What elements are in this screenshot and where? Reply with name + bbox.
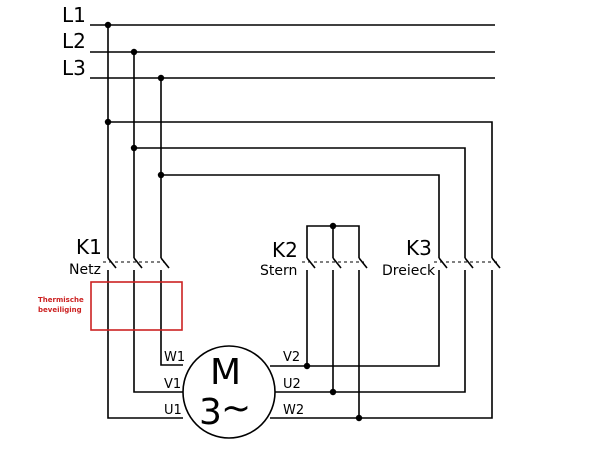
junction-dot [157,74,165,82]
k2-name-label: Stern [260,263,297,279]
k3-name-label: Dreieck [382,263,436,279]
l2-label: L2 [62,29,86,53]
terminal-u1-label: U1 [164,403,182,418]
junction-dot [104,118,112,126]
thermal-protection-box [90,281,183,331]
k3-id-label: K3 [406,236,432,260]
motor-circle [182,345,276,439]
k2-id-label: K2 [272,238,298,262]
junction-dot [355,414,363,422]
junction-dot [130,48,138,56]
l1-label: L1 [62,3,86,27]
terminal-u2-label: U2 [283,377,301,392]
junction-dot [104,21,112,29]
terminal-w1-label: W1 [164,350,185,365]
junction-dot [329,388,337,396]
thermal-label-line2: beveiliging [38,306,82,314]
terminal-v1-label: V1 [164,377,181,392]
junction-dot [130,144,138,152]
motor-tilde-icon: ~ [221,388,251,429]
junction-dot [303,362,311,370]
terminal-v2-label: V2 [283,350,300,365]
junction-dot [157,171,165,179]
l3-label: L3 [62,56,86,80]
junction-dot [329,222,337,230]
k3-feed-loop-inner [161,174,440,258]
motor-phase-count: 3 [199,392,222,433]
k3-feed-loop-middle [134,147,466,258]
terminal-w2-label: W2 [283,403,304,418]
motor-symbol: M [210,352,241,393]
thermal-label-line1: Thermische [38,296,84,304]
k1-id-label: K1 [76,235,102,259]
k1-name-label: Netz [69,262,101,278]
k3-feed-loop-outer [108,121,493,258]
